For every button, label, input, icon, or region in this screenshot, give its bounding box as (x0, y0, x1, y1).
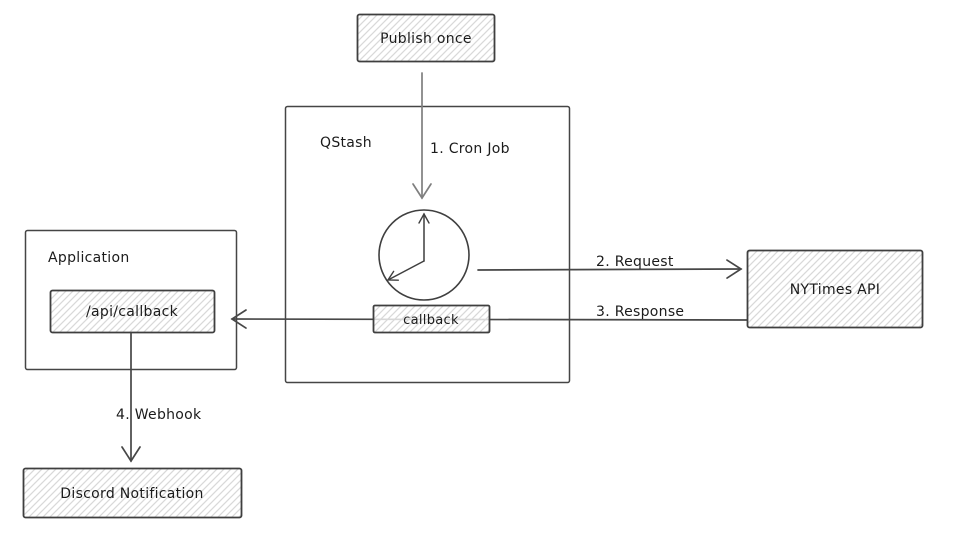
request-arrow (477, 259, 743, 279)
api-callback-label: /api/callback (86, 304, 179, 320)
application-label: Application (48, 250, 130, 266)
node-api-callback: /api/callback (49, 289, 216, 334)
nytimes-api-label: NYTimes API (790, 282, 880, 298)
callback-label: callback (403, 313, 459, 328)
callback-box (372, 304, 491, 334)
discord-notification-label: Discord Notification (60, 486, 203, 502)
node-discord-notification: Discord Notification (22, 467, 243, 519)
response-label: 3. Response (596, 304, 684, 320)
clock-face (378, 209, 470, 301)
cron-job-label: 1. Cron Job (430, 141, 510, 157)
node-qstash: QStash (284, 105, 571, 384)
node-nytimes-api: NYTimes API (746, 249, 924, 329)
clock-icon (378, 209, 470, 301)
request-label: 2. Request (596, 254, 674, 270)
api-callback-box (49, 289, 216, 334)
discord-notification-box (22, 467, 243, 519)
clock-hour-hand (386, 260, 425, 281)
node-callback: callback (372, 304, 491, 334)
edge-request: 2. Request (477, 254, 743, 279)
edge-cron-job: 1. Cron Job (412, 72, 510, 200)
node-publish-once: Publish once (356, 13, 496, 63)
edge-webhook: 4. Webhook (116, 332, 202, 463)
qstash-box (284, 105, 571, 384)
publish-once-box (356, 13, 496, 63)
publish-once-label: Publish once (380, 31, 472, 47)
nytimes-api-box (746, 249, 924, 329)
qstash-label: QStash (320, 135, 372, 151)
webhook-label: 4. Webhook (116, 407, 202, 423)
